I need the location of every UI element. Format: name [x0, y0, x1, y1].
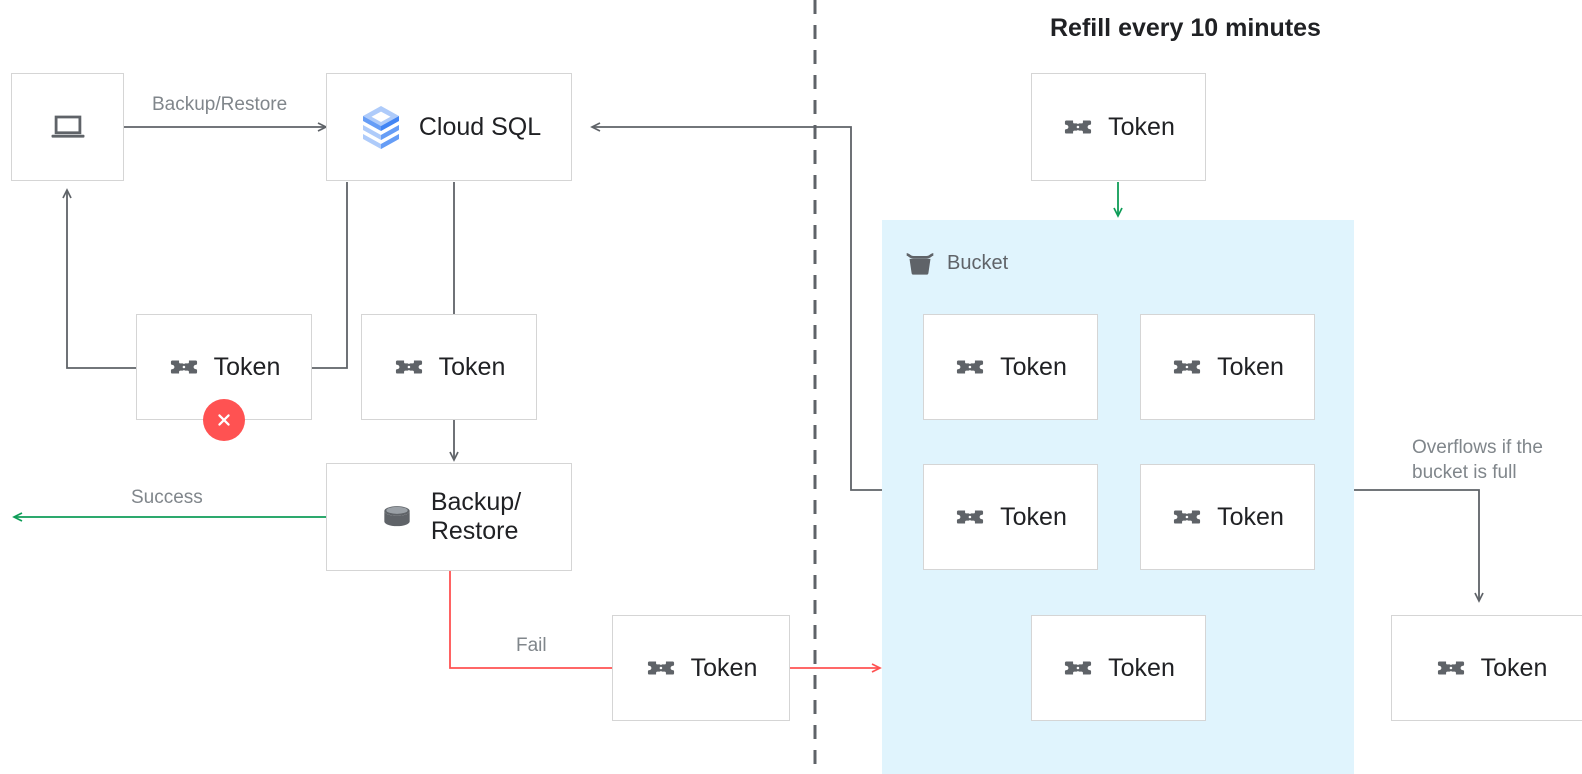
edge-label-backup-restore: Backup/Restore — [152, 94, 288, 115]
edge-label-overflow: Overflows if the bucket is full — [1412, 437, 1543, 484]
token-label: Token — [213, 352, 281, 381]
database-icon — [377, 497, 417, 537]
bucket-token-2[interactable]: Token — [1140, 314, 1315, 420]
bucket-token-5[interactable]: Token — [1031, 615, 1206, 721]
bucket-token-4[interactable]: Token — [1140, 464, 1315, 570]
token-icon — [954, 501, 986, 533]
token-label: Token — [1000, 352, 1067, 381]
laptop-icon — [47, 106, 89, 148]
wire-cloudsql-to-token-failed — [312, 182, 348, 369]
token-overflow-node[interactable]: Token — [1391, 615, 1582, 721]
cloud-sql-node[interactable]: Cloud SQL — [326, 73, 572, 181]
backup-restore-label: Backup/ Restore — [430, 488, 522, 545]
token-icon — [1171, 351, 1203, 383]
token-label: Token — [1000, 502, 1067, 531]
token-icon — [168, 351, 200, 383]
error-x-icon — [203, 399, 245, 441]
page-title: Refill every 10 minutes — [1050, 14, 1321, 42]
bucket-header: Bucket — [903, 246, 1008, 280]
token-icon — [1062, 652, 1094, 684]
cloud-sql-label: Cloud SQL — [418, 112, 542, 141]
cloud-sql-icon — [357, 103, 405, 151]
token-label: Token — [1217, 352, 1284, 381]
client-node[interactable] — [11, 73, 124, 181]
wire-overflow — [1354, 489, 1484, 603]
edge-label-fail: Fail — [516, 635, 547, 656]
bucket-token-1[interactable]: Token — [923, 314, 1098, 420]
bucket-label: Bucket — [947, 251, 1009, 274]
bucket-token-3[interactable]: Token — [923, 464, 1098, 570]
token-attempt-node[interactable]: Token — [361, 314, 537, 420]
token-label: Token — [1108, 112, 1175, 141]
wire-token-failed-to-client — [62, 188, 136, 369]
token-icon — [1435, 652, 1467, 684]
token-icon — [1062, 111, 1094, 143]
token-icon — [645, 652, 677, 684]
token-label: Token — [1217, 502, 1284, 531]
token-label: Token — [1108, 653, 1175, 682]
backup-restore-node[interactable]: Backup/ Restore — [326, 463, 572, 571]
token-icon — [954, 351, 986, 383]
token-refill-node[interactable]: Token — [1031, 73, 1206, 181]
wire-bucket-to-cloudsql — [590, 122, 882, 491]
bucket-icon — [903, 246, 937, 280]
token-label: Token — [1480, 653, 1548, 682]
token-fail-out-node[interactable]: Token — [612, 615, 790, 721]
token-icon — [1171, 501, 1203, 533]
edge-label-success: Success — [131, 487, 203, 508]
token-label: Token — [690, 653, 758, 682]
token-icon — [393, 351, 425, 383]
token-label: Token — [438, 352, 506, 381]
